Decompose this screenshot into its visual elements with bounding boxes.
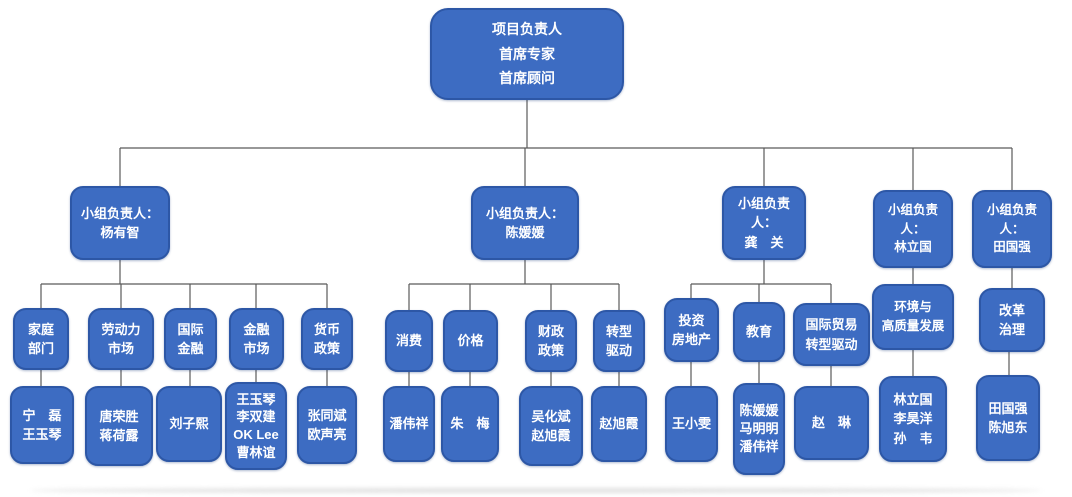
org-box-topic: 教育 [733, 302, 785, 362]
org-box-leader-chenyuanyuan: 小组负责人： 陈媛媛 [471, 186, 579, 260]
org-box-members: 吴化斌 赵旭霞 [519, 386, 583, 466]
org-box-topic: 家庭 部门 [13, 308, 69, 370]
org-box-leader-gongguan: 小组负责人： 龚 关 [722, 186, 806, 260]
org-box-topic: 投资 房地产 [664, 298, 719, 362]
org-box-members: 陈媛媛 马明明 潘伟祥 [733, 383, 785, 475]
page-shadow [30, 488, 1042, 493]
org-box-leader-linliguo: 小组负责人： 林立国 [873, 190, 953, 268]
org-box-project-lead: 项目负责人 首席专家 首席顾问 [430, 8, 624, 100]
org-box-topic: 货币 政策 [301, 308, 353, 370]
org-box-members: 唐荣胜 蒋荷露 [85, 386, 153, 466]
org-box-members: 王玉琴 李双建 OK Lee 曹林谊 [225, 382, 287, 470]
org-box-members: 林立国 李昊洋 孙 韦 [879, 376, 947, 462]
org-box-members: 刘子熙 [156, 386, 222, 462]
org-box-members: 潘伟祥 [383, 386, 435, 462]
org-box-topic: 环境与 高质量发展 [872, 284, 954, 350]
org-box-topic: 价格 [443, 310, 498, 372]
org-box-members: 赵旭霞 [591, 386, 647, 462]
org-box-members: 赵 琳 [794, 386, 869, 460]
org-box-leader-yangyouzhi: 小组负责人： 杨有智 [70, 186, 170, 260]
org-box-members: 王小雯 [665, 386, 718, 462]
org-box-leader-tianguoqiang: 小组负责人： 田国强 [972, 190, 1052, 268]
org-box-topic: 消费 [385, 310, 433, 372]
org-box-members: 田国强 陈旭东 [976, 375, 1040, 461]
org-box-topic: 改革 治理 [979, 288, 1045, 352]
org-box-members: 宁 磊 王玉琴 [10, 386, 74, 464]
org-box-topic: 国际贸易 转型驱动 [793, 303, 870, 366]
org-box-topic: 财政 政策 [525, 310, 577, 372]
org-box-topic: 转型 驱动 [593, 310, 645, 372]
org-box-members: 朱 梅 [441, 386, 499, 462]
org-box-topic: 金融 市场 [229, 308, 284, 370]
org-box-topic: 劳动力 市场 [88, 308, 154, 370]
org-box-topic: 国际 金融 [164, 308, 217, 370]
org-box-members: 张同斌 欧声亮 [297, 386, 357, 464]
